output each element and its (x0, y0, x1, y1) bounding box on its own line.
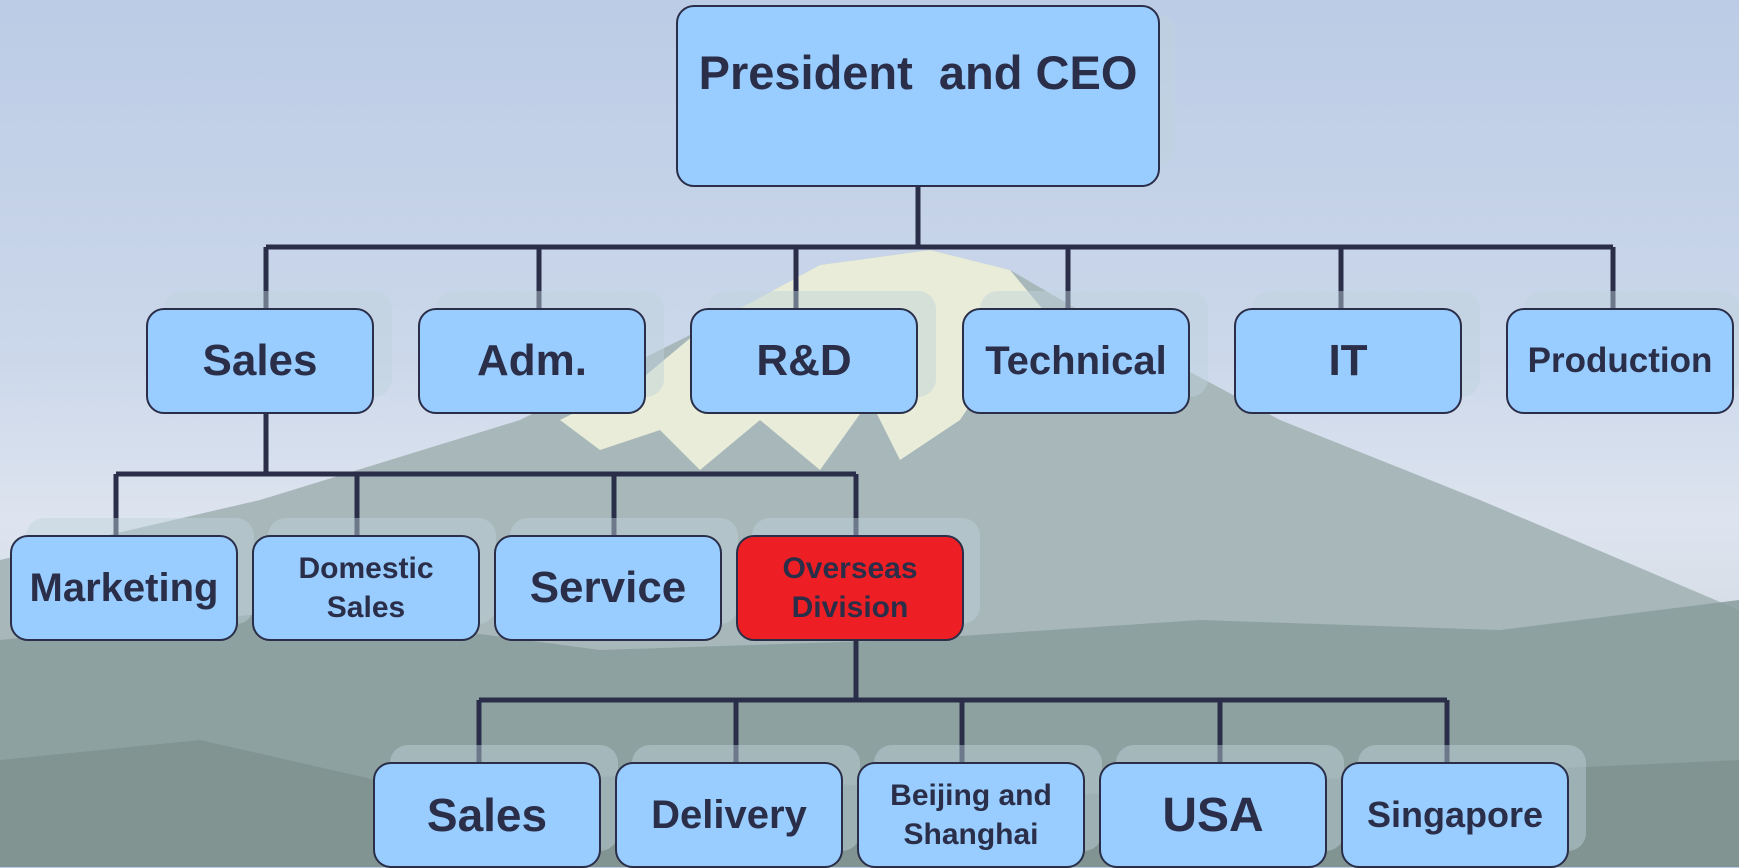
unit-service-label: Service (529, 563, 687, 612)
unit-overseas-sales-label: Sales (426, 789, 548, 841)
dept-it-label: IT (1328, 336, 1368, 385)
dept-sales[interactable]: Sales (146, 308, 374, 414)
unit-overseas-division[interactable]: Overseas Division (736, 535, 964, 641)
ceo-label: President and CEO (698, 46, 1138, 99)
unit-beijing-shanghai[interactable]: Beijing and Shanghai (857, 762, 1085, 868)
unit-singapore-label: Singapore (1366, 794, 1544, 835)
ceo-box[interactable]: President and CEO (676, 5, 1160, 187)
unit-overseas-sales[interactable]: Sales (373, 762, 601, 868)
dept-it[interactable]: IT (1234, 308, 1462, 414)
unit-usa[interactable]: USA (1099, 762, 1327, 868)
unit-singapore[interactable]: Singapore (1341, 762, 1569, 868)
dept-production-label: Production (1527, 341, 1713, 380)
dept-sales-label: Sales (202, 336, 318, 385)
unit-delivery[interactable]: Delivery (615, 762, 843, 868)
dept-technical-label: Technical (985, 338, 1167, 383)
dept-rnd-label: R&D (756, 336, 852, 385)
dept-production[interactable]: Production (1506, 308, 1734, 414)
unit-service[interactable]: Service (494, 535, 722, 641)
unit-marketing[interactable]: Marketing (10, 535, 238, 641)
unit-delivery-label: Delivery (651, 792, 807, 837)
unit-overseas-division-label: Overseas Division (782, 552, 918, 624)
dept-technical[interactable]: Technical (962, 308, 1190, 414)
unit-marketing-label: Marketing (29, 565, 219, 610)
unit-usa-label: USA (1162, 788, 1264, 842)
dept-rnd[interactable]: R&D (690, 308, 918, 414)
unit-domestic-sales[interactable]: Domestic Sales (252, 535, 480, 641)
dept-adm[interactable]: Adm. (418, 308, 646, 414)
unit-domestic-sales-label: Domestic Sales (298, 552, 434, 624)
unit-beijing-shanghai-label: Beijing and Shanghai (890, 779, 1052, 851)
dept-adm-label: Adm. (477, 336, 587, 385)
